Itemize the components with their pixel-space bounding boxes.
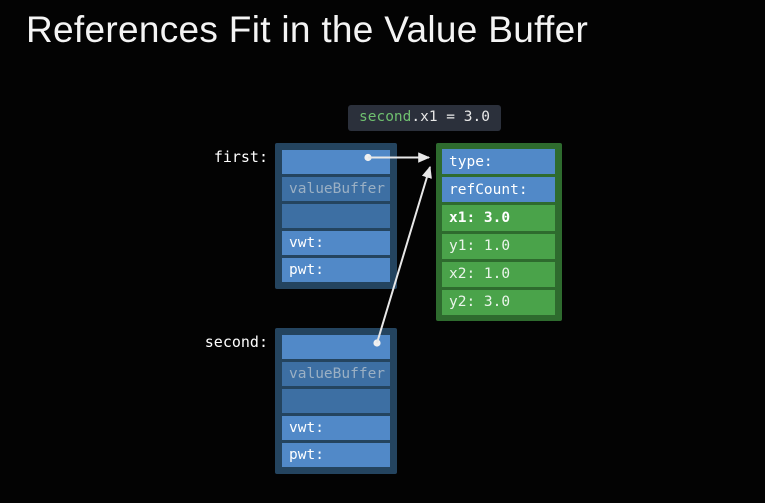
struct-row-first-pwt: pwt:: [282, 258, 390, 282]
code-expression: .x1 = 3.0: [411, 109, 490, 125]
struct-row-second-valuebuffer-cont: [282, 389, 390, 413]
struct-row-second-pwt: pwt:: [282, 443, 390, 467]
struct-row-first-valuebuffer-label: valueBuffer: [289, 181, 386, 197]
struct-row-second-vwt-label: vwt:: [289, 420, 324, 436]
struct-label-first: first:: [213, 148, 268, 166]
heap-row-y2-label: y2: 3.0: [449, 294, 511, 311]
page-title: References Fit in the Value Buffer: [26, 9, 589, 50]
heap-row-x2: x2: 1.0: [442, 261, 555, 287]
struct-row-first-pwt-label: pwt:: [289, 262, 324, 278]
code-identifier: second: [359, 109, 412, 125]
struct-row-second-pwt-label: pwt:: [289, 447, 324, 463]
heap-row-y1-label: y1: 1.0: [449, 238, 511, 255]
struct-row-first-valuebuffer-cont: [282, 204, 390, 228]
struct-row-second-pointer: [282, 335, 390, 359]
code-badge: second.x1 = 3.0: [348, 105, 501, 131]
struct-row-first-vwt-label: vwt:: [289, 235, 324, 251]
heap-row-refcount-label: refCount:: [449, 181, 528, 198]
struct-label-second: second:: [204, 333, 268, 351]
heap-row-y1: y1: 1.0: [442, 233, 555, 259]
struct-box-second: valueBuffer vwt: pwt:: [275, 328, 397, 474]
struct-row-first-vwt: vwt:: [282, 231, 390, 255]
heap-object-box: type: refCount: x1: 3.0 y1: 1.0 x2: 1.0 …: [436, 143, 562, 321]
struct-row-first-valuebuffer: valueBuffer: [282, 177, 390, 201]
struct-row-second-vwt: vwt:: [282, 416, 390, 440]
heap-row-refcount: refCount:: [442, 177, 555, 203]
heap-row-type: type:: [442, 149, 555, 175]
struct-row-second-valuebuffer: valueBuffer: [282, 362, 390, 386]
heap-row-x1: x1: 3.0: [442, 205, 555, 231]
struct-row-first-pointer: [282, 150, 390, 174]
heap-row-y2: y2: 3.0: [442, 289, 555, 316]
struct-row-second-valuebuffer-label: valueBuffer: [289, 366, 386, 382]
heap-row-x2-label: x2: 1.0: [449, 266, 511, 283]
struct-box-first: valueBuffer vwt: pwt:: [275, 143, 397, 289]
heap-row-type-label: type:: [449, 153, 493, 170]
heap-row-x1-label: x1: 3.0: [449, 209, 511, 226]
